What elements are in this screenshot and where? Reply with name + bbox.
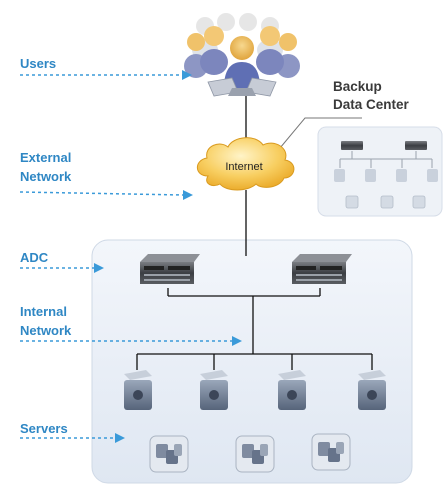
label-backup-line2: Data Center — [333, 97, 410, 112]
connection-lines — [136, 96, 373, 370]
server-icon — [200, 370, 228, 410]
users-group-icon — [184, 13, 300, 97]
label-backup-line1: Backup — [333, 79, 382, 94]
label-adc: ADC — [20, 250, 49, 265]
virtual-server-icon — [235, 435, 275, 473]
cloud-icon — [196, 137, 295, 191]
backup-link-line — [279, 117, 362, 149]
backup-server-icon — [334, 169, 345, 182]
server-icon — [358, 370, 386, 410]
backup-server-icon — [396, 169, 407, 182]
virtual-server-icon — [149, 435, 189, 473]
backup-server-icon — [365, 169, 376, 182]
label-external-network-line2: Network — [20, 169, 72, 184]
label-internal-network-line2: Network — [20, 323, 72, 338]
pointer-arrows — [19, 74, 232, 439]
virtual-server-icon — [311, 433, 351, 471]
backup-network — [334, 141, 438, 209]
label-internal-network-line1: Internal — [20, 304, 67, 319]
backup-virtual-server-icon — [345, 195, 359, 209]
backup-virtual-server-icon — [380, 195, 394, 209]
adc-appliance-icon — [292, 254, 352, 284]
datacenter-panel — [91, 239, 413, 484]
backup-virtual-server-icon — [412, 195, 426, 209]
internet-label: Internet — [225, 161, 262, 173]
label-users: Users — [20, 56, 56, 71]
backup-adc-icon — [341, 141, 363, 150]
server-icon — [124, 370, 152, 410]
arrowheads — [94, 70, 242, 443]
backup-adc-icon — [405, 141, 427, 150]
backup-server-icon — [427, 169, 438, 182]
label-external-network-line1: External — [20, 150, 71, 165]
label-servers: Servers — [20, 421, 68, 436]
server-icon — [278, 370, 306, 410]
adc-appliance-icon — [140, 254, 200, 284]
